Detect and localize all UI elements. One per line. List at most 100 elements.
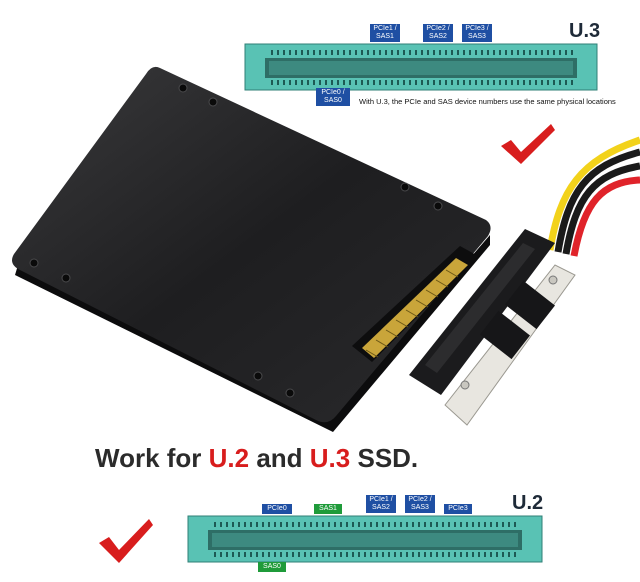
tag-line: SAS3 [411,504,429,511]
connector-pin [442,552,444,557]
connector-pin [463,50,465,55]
connector-pin [316,522,318,527]
connector-pin [343,80,345,85]
connector-pin [439,80,441,85]
connector-pin [328,552,330,557]
connector-pin [373,80,375,85]
connector-pin [391,80,393,85]
connector-pin [553,50,555,55]
connector-pin [472,552,474,557]
connector-pin [283,50,285,55]
connector-pin [445,80,447,85]
connector-pin [415,80,417,85]
connector-pin [508,522,510,527]
connector-pin [361,50,363,55]
connector-pin [331,80,333,85]
power-cable [546,136,640,257]
connector-pin [499,50,501,55]
connector-pin [286,522,288,527]
connector-pin [358,522,360,527]
tag-line: PCIe1 / [373,25,397,32]
headline-prefix: Work for [95,443,209,473]
tag-line: PCIe2 / [426,25,450,32]
connector-pin [292,522,294,527]
connector-pin [460,552,462,557]
connector-pin [364,552,366,557]
connector-pin [349,80,351,85]
connector-pin [508,552,510,557]
connector-pin [292,552,294,557]
connector-pin [355,80,357,85]
connector-pin [340,552,342,557]
connector-pin [433,50,435,55]
headline: Work for U.2 and U.3 SSD. [95,443,418,474]
connector-pin [451,80,453,85]
connector-pin [475,80,477,85]
connector-pin [442,522,444,527]
connector-pin [325,50,327,55]
tag-line: PCIe0 [267,505,287,512]
connector-pin [319,80,321,85]
tag-line: PCIe1 / [369,496,393,503]
connector-pin [427,50,429,55]
connector-pin [349,50,351,55]
connector-pin [304,552,306,557]
connector-pin [301,50,303,55]
tag-line: SAS2 [429,33,447,40]
connector-pin [385,80,387,85]
connector-pin [571,50,573,55]
connector-pin [523,80,525,85]
connector-pin [286,552,288,557]
connector-pin [328,522,330,527]
connector-pin [295,50,297,55]
u2-tag-pcie1-sas2: PCIe1 / SAS2 [366,495,396,513]
connector-pin [406,522,408,527]
connector-pin [256,552,258,557]
u2-connector-graphic [187,515,543,563]
connector-pin [337,50,339,55]
connector-pin [238,552,240,557]
tag-line: SAS1 [319,505,337,512]
connector-pin [421,80,423,85]
u3-tag-pcie2: PCIe2 / SAS2 [423,24,453,42]
connector-pin [535,50,537,55]
tag-line: PCIe3 [448,505,468,512]
connector-pin [469,50,471,55]
connector-pin [439,50,441,55]
checkmark-icon [99,519,153,563]
connector-pin [376,522,378,527]
connector-pin [361,80,363,85]
connector-pin [367,50,369,55]
connector-pin [511,50,513,55]
connector-pin [340,522,342,527]
connector-pin [250,552,252,557]
connector-pin [430,552,432,557]
connector-pin [469,80,471,85]
connector-pin [394,522,396,527]
u2-tag-sas0: SAS0 [258,562,286,572]
connector-pin [565,80,567,85]
connector-pin [499,80,501,85]
connector-pin [262,552,264,557]
connector-pin [571,80,573,85]
connector-pin [268,552,270,557]
connector-pin [280,522,282,527]
connector-pin [298,522,300,527]
connector-pin [367,80,369,85]
connector-pin [262,522,264,527]
connector-pin [403,80,405,85]
connector-pin [445,50,447,55]
connector-pin [238,522,240,527]
connector-pin [346,522,348,527]
connector-pin [493,80,495,85]
connector-pin [244,522,246,527]
connector-pin [514,552,516,557]
connector-pin [283,80,285,85]
connector-pin [493,50,495,55]
connector-pin [214,552,216,557]
connector-pin [565,50,567,55]
connector-pin [547,80,549,85]
connector-pin [460,522,462,527]
connector-pin [517,50,519,55]
connector-pin [478,552,480,557]
